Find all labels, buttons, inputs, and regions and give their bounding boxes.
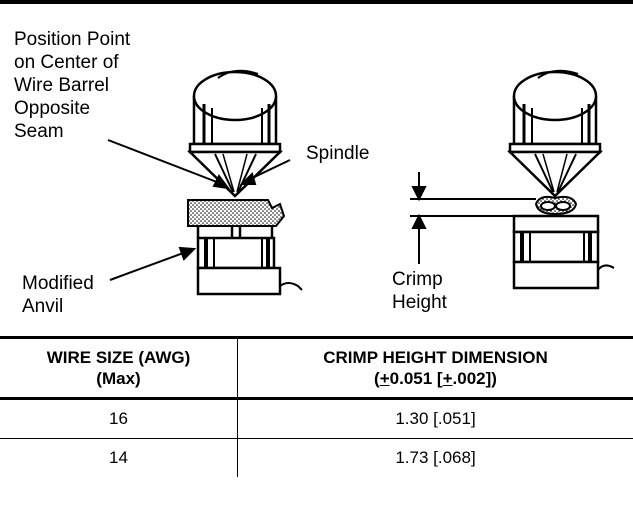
right-anvil xyxy=(512,214,615,290)
measurement-diagram xyxy=(107,69,615,296)
crimp-height-cell: 1.73 [.068] xyxy=(237,438,633,477)
crimp-height-dimension xyxy=(410,172,536,264)
plus-minus-symbol: + xyxy=(379,369,390,388)
crimped-barrel xyxy=(534,195,578,216)
wire-size-cell: 16 xyxy=(0,397,238,439)
crimp-height-label: Crimp Height xyxy=(392,269,447,313)
right-spindle xyxy=(506,69,604,198)
crimp-height-table: WIRE SIZE (AWG) (Max) CRIMP HEIGHT DIMEN… xyxy=(0,336,633,477)
plus-minus-symbol: + xyxy=(442,369,453,388)
tolerance-mm: 0.051 [ xyxy=(389,369,443,388)
left-workpiece xyxy=(187,199,286,227)
crimp-height-figure: Position Point on Center of Wire Barrel … xyxy=(0,4,633,332)
wire-size-cell: 14 xyxy=(0,438,238,477)
leader-arrows-left xyxy=(107,139,291,281)
crimp-height-header-line1: CRIMP HEIGHT DIMENSION xyxy=(323,348,548,367)
table-row: 16 1.30 [.051] xyxy=(0,397,633,439)
top-rule xyxy=(0,0,633,4)
wire-size-header-line1: WIRE SIZE (AWG) xyxy=(46,348,191,367)
spindle-label: Spindle xyxy=(306,143,370,164)
wire-size-header-line2: (Max) xyxy=(96,369,141,388)
tolerance-in: .002]) xyxy=(452,369,497,388)
left-spindle xyxy=(186,69,284,198)
modified-anvil-label: Modified Anvil xyxy=(22,273,94,317)
table-header-row: WIRE SIZE (AWG) (Max) CRIMP HEIGHT DIMEN… xyxy=(0,336,633,399)
left-anvil xyxy=(196,226,303,296)
position-point-label: Position Point on Center of Wire Barrel … xyxy=(14,29,131,142)
crimp-height-header: CRIMP HEIGHT DIMENSION (+0.051 [+.002]) xyxy=(237,336,633,399)
table-row: 14 1.73 [.068] xyxy=(0,438,633,477)
crimp-height-cell: 1.30 [.051] xyxy=(237,397,633,439)
paren-open: ( xyxy=(374,369,380,388)
wire-size-header: WIRE SIZE (AWG) (Max) xyxy=(0,336,238,399)
